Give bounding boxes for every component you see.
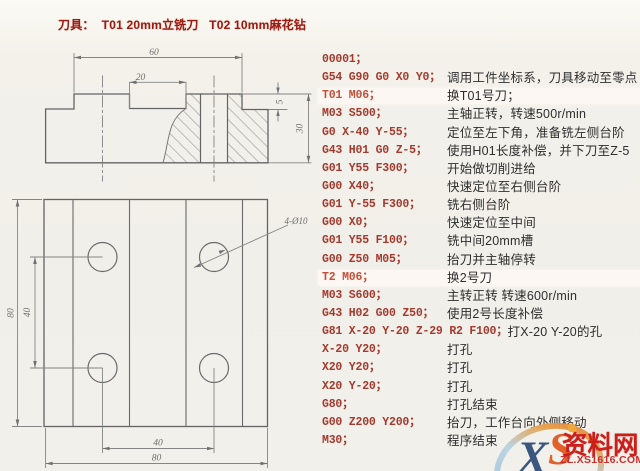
- plan-holes: [87, 241, 230, 384]
- gcode-code: G00 Z200 Y200；: [322, 415, 421, 429]
- gcode-row: G43 H02 G00 Z50； 使用2号长度补偿: [322, 305, 640, 323]
- plan-view: 80 40 40 80 4-Ø10: [7, 198, 308, 468]
- gcode-note: 开始做切削进给: [447, 161, 536, 176]
- gcode-row: G80； 打孔结束: [322, 396, 640, 414]
- gcode-note: 快速定位至中间: [447, 216, 536, 231]
- dim-label-5: 5: [276, 99, 286, 104]
- section-break-line: [162, 107, 187, 164]
- gcode-note: 铣右侧台阶: [447, 198, 511, 213]
- gcode-note: 定位至左下角，准备铣左侧台阶: [447, 125, 625, 140]
- dim-label-40-left: 40: [23, 308, 33, 318]
- gcode-code: X-20 Y20；: [322, 343, 387, 357]
- gcode-note: 换2号刀: [447, 270, 493, 285]
- gcode-row: G00 X0； 快速定位至中间: [322, 214, 640, 232]
- gcode-note: 使用2号长度补偿: [447, 306, 544, 321]
- gcode-row: G01 Y55 F100； 铣中间20mm槽: [322, 232, 640, 250]
- gcode-code: T2 M06；: [322, 270, 374, 284]
- gcode-code: G43 H02 G00 Z50；: [322, 306, 434, 320]
- gcode-note: 快速定位至右侧台阶: [447, 179, 562, 194]
- gcode-code: G00 X0；: [322, 216, 374, 230]
- gcode-row: G43 H01 G0 Z-5； 使用H01长度补偿，并下刀至Z-5: [322, 142, 640, 160]
- gcode-note: 主转正转 转速600r/min: [447, 288, 578, 303]
- dim-label-40-bottom: 40: [153, 439, 163, 449]
- section-view: 60 20 5 30: [44, 48, 312, 182]
- dim-label-80-bottom: 80: [152, 454, 162, 464]
- gcode-note: 程序结束: [447, 433, 498, 448]
- gcode-row: X-20 Y20； 打孔: [322, 341, 640, 359]
- gcode-code: G80；: [322, 397, 354, 411]
- plan-step-lines: [72, 199, 244, 427]
- gcode-note: 打X-20 Y-20的孔: [507, 325, 603, 340]
- gcode-code: G00 X40；: [322, 179, 381, 193]
- hole-callout: 4-Ø10: [285, 216, 308, 226]
- section-hatch-right: [227, 94, 268, 163]
- gcode-code: T01 M06；: [322, 89, 381, 103]
- gcode-note: 打孔: [447, 343, 473, 358]
- gcode-note: 调用工件坐标系，刀具移动至零点: [447, 71, 638, 86]
- gcode-note: 使用H01长度补偿，并下刀至Z-5: [447, 143, 630, 158]
- gcode-row: M30； 程序结束: [322, 432, 640, 450]
- gcode-row: T01 M06； 换T01号刀；: [318, 87, 640, 105]
- gcode-row: M03 S500； 主轴正转，转速500r/min: [322, 105, 640, 123]
- plan-dimensions: [12, 199, 289, 468]
- dim-label-80-left: 80: [7, 308, 17, 318]
- gcode-row: G01 Y-55 F300； 铣右侧台阶: [322, 196, 640, 214]
- gcode-code: 00001；: [322, 53, 367, 66]
- gcode-note: 打孔: [447, 361, 473, 376]
- plan-dim-labels: 80 40 40 80 4-Ø10: [7, 216, 308, 464]
- page-title: 刀具： T01 20mm立铣刀 T02 10mm麻花钻: [58, 18, 307, 32]
- gcode-note: 抬刀并主轴停转: [447, 252, 536, 267]
- gcode-row: M03 S600； 主转正转 转速600r/min: [322, 287, 640, 305]
- dim-label-20: 20: [136, 73, 146, 83]
- dim-label-60: 60: [149, 48, 159, 58]
- dim-label-30: 30: [296, 124, 306, 135]
- gcode-note: 主轴正转，转速500r/min: [447, 107, 587, 122]
- gcode-code: G00 Z50 M05；: [322, 252, 408, 266]
- gcode-row: G00 Z50 M05； 抬刀并主轴停转: [322, 251, 640, 269]
- gcode-code: G54 G90 G0 X0 Y0；: [322, 71, 441, 85]
- gcode-row: G0 X-40 Y-55； 定位至左下角，准备铣左侧台阶: [322, 124, 640, 142]
- gcode-code: X20 Y-20；: [322, 379, 387, 393]
- gcode-code: G01 Y-55 F300；: [322, 198, 421, 212]
- gcode-row: 00001；: [322, 51, 640, 69]
- gcode-note: 换T01号刀；: [447, 89, 520, 104]
- section-hatch-left: [163, 94, 201, 163]
- gcode-note: 铣中间20mm槽: [447, 234, 534, 249]
- gcode-row: G54 G90 G0 X0 Y0； 调用工件坐标系，刀具移动至零点: [322, 69, 640, 87]
- gcode-row: G81 X-20 Y-20 Z-29 R2 F100；打X-20 Y-20的孔: [322, 323, 640, 341]
- plan-outline: [43, 198, 269, 428]
- gcode-row: X20 Y20； 打孔: [322, 359, 640, 377]
- gcode-row: T2 M06； 换2号刀: [318, 269, 640, 287]
- gcode-note: 抬刀，工作台向外侧移动: [447, 415, 587, 430]
- gcode-code: G01 Y55 F100；: [322, 234, 414, 248]
- gcode-code: X20 Y20；: [322, 361, 381, 375]
- hole-top-right: [198, 241, 230, 273]
- gcode-code: M03 S500；: [322, 107, 387, 121]
- gcode-code: G01 Y55 F300；: [322, 161, 414, 175]
- gcode-row: X20 Y-20； 打孔: [322, 378, 640, 396]
- section-dimensions: [73, 53, 312, 164]
- gcode-code: G0 X-40 Y-55；: [322, 125, 414, 139]
- gcode-code: M30；: [322, 433, 354, 447]
- gcode-note: 打孔结束: [447, 397, 498, 412]
- gcode-row: G01 Y55 F300； 开始做切削进给: [322, 160, 640, 178]
- gcode-row: G00 Z200 Y200； 抬刀，工作台向外侧移动: [322, 414, 640, 432]
- gcode-code: G43 H01 G0 Z-5；: [322, 143, 428, 157]
- section-hole-axes: [102, 75, 215, 182]
- gcode-code: G81 X-20 Y-20 Z-29 R2 F100；: [322, 325, 508, 339]
- gcode-code: M03 S600；: [322, 288, 387, 302]
- gcode-row: G00 X40； 快速定位至右侧台阶: [322, 178, 640, 196]
- gcode-note: 打孔: [447, 379, 473, 394]
- section-dim-labels: 60 20 5 30: [136, 48, 306, 134]
